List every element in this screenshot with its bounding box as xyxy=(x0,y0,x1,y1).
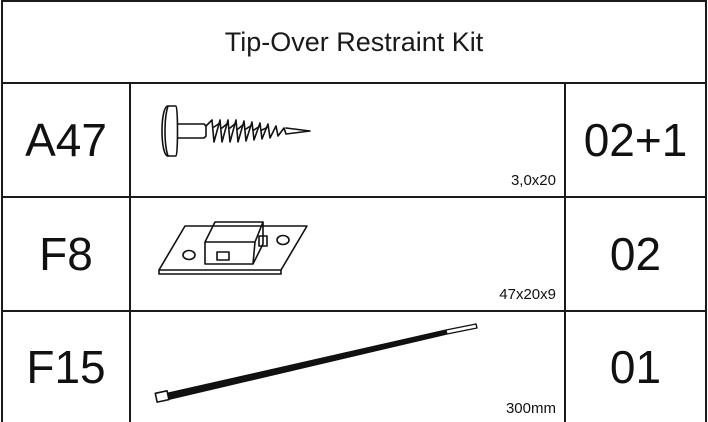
row-divider xyxy=(3,310,705,312)
part-size: 300mm xyxy=(505,400,556,417)
column-divider xyxy=(564,82,566,422)
part-code: A47 xyxy=(25,114,107,166)
wall-bracket-icon xyxy=(158,221,308,275)
row-divider xyxy=(3,196,705,198)
part-size: 3,0x20 xyxy=(510,172,556,189)
part-quantity: 02 xyxy=(609,228,662,280)
part-size: 47x20x9 xyxy=(499,286,556,303)
part-quantity: 02+1 xyxy=(583,114,688,166)
cable-tie-icon xyxy=(154,323,478,403)
kit-title: Tip-Over Restraint Kit xyxy=(224,26,484,57)
part-code: F15 xyxy=(26,341,106,393)
part-code: F8 xyxy=(39,228,93,280)
row-divider xyxy=(3,82,705,84)
column-divider xyxy=(129,82,131,422)
screw-icon xyxy=(161,105,311,157)
part-quantity: 01 xyxy=(609,341,662,393)
